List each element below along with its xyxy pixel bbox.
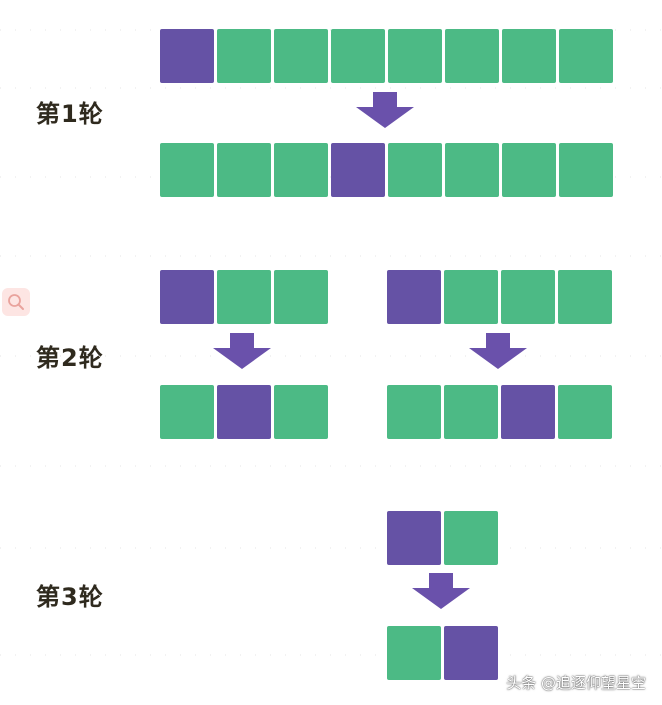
- round-1-label: 第1轮: [36, 100, 104, 128]
- array-cell: [444, 385, 498, 439]
- round1-before-row: [160, 29, 613, 83]
- array-cell: [559, 29, 613, 83]
- array-cell: [502, 29, 556, 83]
- array-cell: [445, 29, 499, 83]
- search-icon[interactable]: [2, 288, 30, 316]
- array-cell: [274, 143, 328, 197]
- watermark-text: 头条 @追逐仰望星空: [506, 674, 646, 692]
- array-cell: [502, 143, 556, 197]
- array-cell: [160, 385, 214, 439]
- round1-after-row: [160, 143, 613, 197]
- array-cell: [501, 270, 555, 324]
- array-cell: [274, 385, 328, 439]
- highlighted-cell: [387, 270, 441, 324]
- array-cell: [274, 270, 328, 324]
- array-cell: [388, 143, 442, 197]
- array-cell: [217, 29, 271, 83]
- array-cell: [388, 29, 442, 83]
- array-cell: [274, 29, 328, 83]
- round3-before-row: [387, 511, 498, 565]
- array-cell: [331, 29, 385, 83]
- round2-left-after-row: [160, 385, 328, 439]
- round3-after-row: [387, 626, 498, 680]
- round-3-label: 第3轮: [36, 583, 104, 611]
- array-cell: [217, 270, 271, 324]
- arrow-down-icon: [412, 573, 470, 609]
- highlighted-cell: [217, 385, 271, 439]
- highlighted-cell: [331, 143, 385, 197]
- highlighted-cell: [160, 270, 214, 324]
- round-2-label: 第2轮: [36, 344, 104, 372]
- array-cell: [160, 143, 214, 197]
- array-cell: [387, 626, 441, 680]
- array-cell: [444, 270, 498, 324]
- highlighted-cell: [160, 29, 214, 83]
- array-cell: [445, 143, 499, 197]
- highlighted-cell: [501, 385, 555, 439]
- highlighted-cell: [387, 511, 441, 565]
- array-cell: [444, 511, 498, 565]
- round2-right-after-row: [387, 385, 612, 439]
- array-cell: [387, 385, 441, 439]
- round2-left-before-row: [160, 270, 328, 324]
- array-cell: [559, 143, 613, 197]
- array-cell: [558, 270, 612, 324]
- round2-right-before-row: [387, 270, 612, 324]
- arrow-down-icon: [213, 333, 271, 369]
- array-cell: [558, 385, 612, 439]
- arrow-down-icon: [469, 333, 527, 369]
- arrow-down-icon: [356, 92, 414, 128]
- array-cell: [217, 143, 271, 197]
- highlighted-cell: [444, 626, 498, 680]
